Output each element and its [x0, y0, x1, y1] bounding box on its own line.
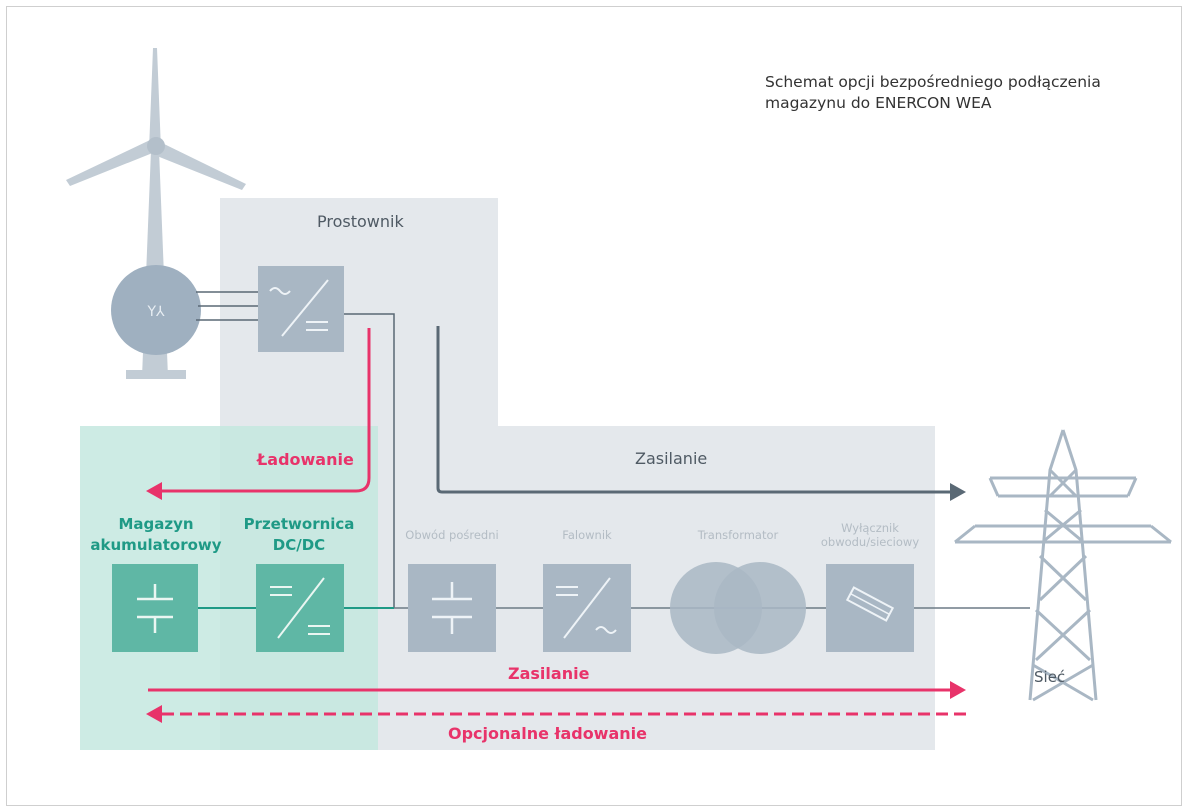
przetwornica-label-line-2: DC/DC — [272, 536, 326, 554]
wylacznik-label-line-1: Wyłącznik — [841, 521, 899, 535]
falownik-label: Falownik — [562, 528, 612, 542]
przetwornica-label: Przetwornica DC/DC — [234, 514, 364, 556]
prostownik-label: Prostownik — [317, 212, 404, 231]
zasilanie-top-label: Zasilanie — [635, 449, 708, 468]
opcjonalne-ladowanie-label: Opcjonalne ładowanie — [448, 724, 647, 743]
magazyn-label-line-2: akumulatorowy — [90, 536, 222, 554]
ladowanie-label: Ładowanie — [257, 450, 354, 469]
transformer-icon — [670, 562, 806, 654]
wind-turbine-icon: Y⅄ — [66, 48, 246, 379]
magazyn-label-line-1: Magazyn — [118, 515, 194, 533]
inverter-icon — [543, 564, 631, 652]
title-line-1: Schemat opcji bezpośredniego podłączenia — [765, 73, 1101, 91]
dcdc-converter-icon — [256, 564, 344, 652]
ladowanie-arrow — [160, 328, 371, 493]
zasilanie-bottom-label: Zasilanie — [508, 664, 590, 683]
magazyn-label: Magazyn akumulatorowy — [86, 514, 226, 556]
obwod-label: Obwód pośredni — [405, 528, 499, 542]
siec-label: Sieć — [1034, 668, 1066, 686]
svg-text:Y⅄: Y⅄ — [146, 304, 165, 320]
wylacznik-label: Wyłącznik obwodu/sieciowy — [810, 521, 930, 549]
transmission-tower-icon — [954, 429, 1172, 702]
dc-link-icon — [408, 564, 496, 652]
transformator-label: Transformator — [697, 528, 779, 542]
battery-icon — [112, 564, 198, 652]
przetwornica-label-line-1: Przetwornica — [243, 515, 355, 533]
wylacznik-label-line-2: obwodu/sieciowy — [820, 535, 920, 549]
title-line-2: magazynu do ENERCON WEA — [765, 94, 992, 112]
rectifier-icon — [258, 266, 344, 352]
diagram-title: Schemat opcji bezpośredniego podłączenia… — [765, 72, 1101, 114]
circuit-breaker-icon — [826, 564, 914, 652]
zasilanie-top-arrow — [436, 326, 952, 494]
